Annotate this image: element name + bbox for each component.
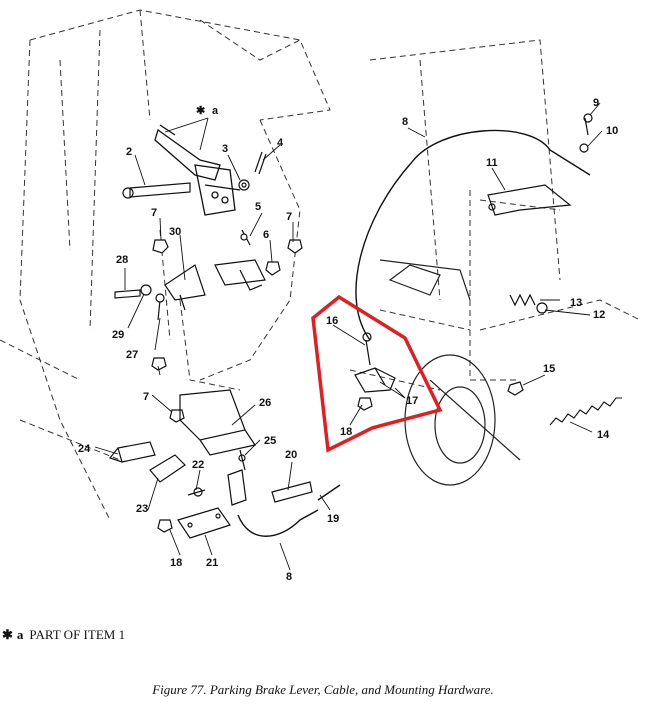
callout-14: 14 <box>597 429 610 441</box>
callout-20: 20 <box>285 449 297 461</box>
bracket-item-24 <box>108 441 156 463</box>
callout-26: 26 <box>259 397 271 409</box>
spring-item-14 <box>549 397 622 426</box>
callout-a-symbol: ✱ <box>196 105 205 117</box>
leader-lines <box>94 102 603 571</box>
callout-5: 5 <box>255 201 261 213</box>
callout-24: 24 <box>78 443 91 455</box>
callout-3: 3 <box>222 143 228 155</box>
wheel-assembly <box>379 259 521 486</box>
clamp-item-23 <box>149 454 186 483</box>
footnote-symbol: ✱ <box>2 627 13 642</box>
callout-10: 10 <box>606 125 618 137</box>
callout-11: 11 <box>486 157 498 169</box>
washer-item-10 <box>579 143 589 153</box>
bolt-item-25 <box>238 449 246 471</box>
turnbuckle <box>227 469 247 506</box>
footnote: ✱a PART OF ITEM 1 <box>2 627 125 643</box>
callout-6: 6 <box>263 229 269 241</box>
callout-7-a: 7 <box>151 207 157 219</box>
footnote-text: PART OF ITEM 1 <box>29 627 126 642</box>
bolt-item-9 <box>583 113 593 136</box>
callout-29: 29 <box>112 329 124 341</box>
callout-9: 9 <box>593 97 599 109</box>
bracket-item-11 <box>487 184 572 216</box>
callout-21: 21 <box>206 557 218 569</box>
callout-18-lower: 18 <box>170 557 182 569</box>
footnote-key: a <box>16 627 24 642</box>
fasteners-left <box>114 229 303 423</box>
clevis-item-20 <box>271 481 313 503</box>
callout-27: 27 <box>126 349 138 361</box>
nut-item-18-upper <box>357 397 373 411</box>
callout-a-key: a <box>212 105 219 117</box>
callout-16: 16 <box>326 315 338 327</box>
highlight-outline <box>311 294 443 453</box>
plate-item-21 <box>177 507 231 539</box>
callout-18-upper: 18 <box>340 426 352 438</box>
callout-13: 13 <box>570 297 582 309</box>
callout-12: 12 <box>593 309 605 321</box>
washer-item-3 <box>238 179 250 191</box>
vehicle-frame-outline <box>0 9 641 521</box>
callout-8-upper: 8 <box>402 116 408 128</box>
callout-28: 28 <box>116 254 128 266</box>
callout-23: 23 <box>136 503 148 515</box>
callout-labels: 2 3 4 5 6 7 7 7 8 8 9 10 11 12 13 14 15 … <box>78 97 618 583</box>
figure-caption: Figure 77. Parking Brake Lever, Cable, a… <box>152 682 494 697</box>
parking-brake-lever <box>154 124 241 216</box>
callout-2: 2 <box>126 146 132 158</box>
bracket-item-17 <box>354 367 396 393</box>
bracket-item-30 <box>164 264 206 311</box>
callout-25: 25 <box>264 435 276 447</box>
callout-8-lower: 8 <box>286 571 292 583</box>
callout-30: 30 <box>169 226 181 238</box>
spring-item-13 <box>509 293 536 307</box>
callout-7-c: 7 <box>143 391 149 403</box>
callout-22: 22 <box>192 459 204 471</box>
bolt-item-22 <box>187 487 206 497</box>
callout-4: 4 <box>277 137 284 149</box>
bracket-item-6 <box>214 259 266 291</box>
pin-item-2 <box>122 182 191 199</box>
clip-item-12 <box>536 302 548 314</box>
bracket-item-26 <box>179 389 256 456</box>
cotter-pin-item-4 <box>254 151 267 175</box>
nut-item-15 <box>507 381 524 396</box>
callout-19: 19 <box>327 513 339 525</box>
callout-17: 17 <box>406 395 418 407</box>
nut-item-18-lower <box>157 519 173 533</box>
callout-15: 15 <box>543 363 555 375</box>
bolt-item-16 <box>362 332 372 366</box>
cable-item-8 <box>237 129 591 537</box>
callout-7-b: 7 <box>286 211 292 223</box>
